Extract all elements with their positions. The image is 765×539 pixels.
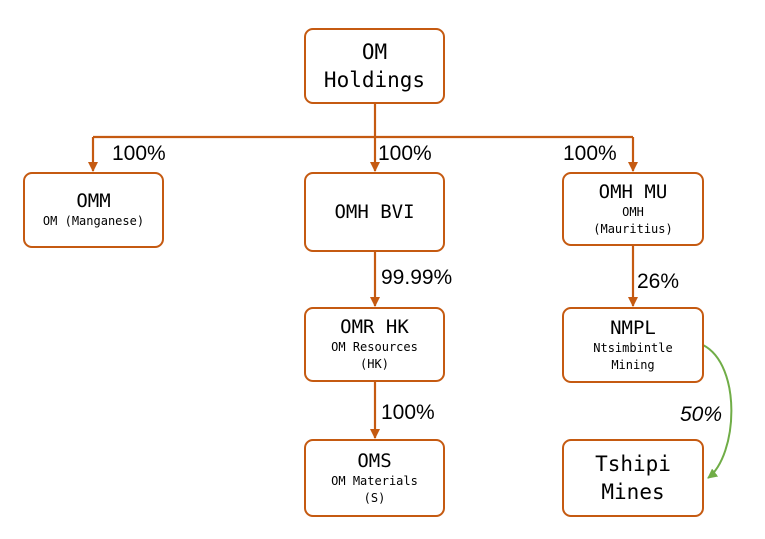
node-omr-hk-title: OMR HK [340,316,409,338]
node-omh-bvi: OMH BVI [304,172,445,252]
node-oms-sub2: (S) [363,490,386,505]
node-tshipi-mines: Tshipi Mines [562,439,704,517]
pct-label-omh-mu: 100% [563,142,617,165]
node-omm-title: OMM [76,190,111,212]
node-tshipi-line2: Mines [601,480,665,504]
node-omh-mu-title: OMH MU [598,180,668,203]
node-omm-subtitle: OM (Manganese) [42,214,145,228]
node-omh-mu-sub2: (Mauritius) [593,221,673,236]
node-om-holdings: OM Holdings [304,28,445,104]
node-omh-bvi-title: OMH BVI [334,200,415,223]
pct-label-oms: 100% [381,401,435,424]
node-om-holdings-line1: OM [361,40,388,64]
pct-label-omm: 100% [112,142,166,165]
pct-label-omr-hk: 99.99% [381,266,453,289]
node-omr-hk: OMR HK OM Resources (HK) [304,307,445,382]
node-omr-hk-sub1: OM Resources [331,340,418,354]
node-omr-hk-sub2: (HK) [360,357,389,371]
node-omh-mu: OMH MU OMH (Mauritius) [562,172,704,246]
pct-label-tshipi: 50% [680,403,723,426]
arrow-nmpl-to-tshipi [702,344,733,479]
node-oms-title: OMS [357,449,392,472]
node-nmpl-sub1: Ntsimbintle [593,340,673,355]
node-nmpl-title: NMPL [610,316,656,339]
node-tshipi-line1: Tshipi [595,452,671,476]
pct-label-nmpl: 26% [637,270,680,293]
node-om-holdings-line2: Holdings [323,68,426,92]
node-nmpl: NMPL Ntsimbintle Mining [562,307,704,383]
pct-label-omh-bvi: 100% [378,142,432,165]
node-oms: OMS OM Materials (S) [304,439,445,517]
node-nmpl-sub2: Mining [611,357,655,372]
node-omm: OMM OM (Manganese) [23,172,164,248]
node-oms-sub1: OM Materials [331,473,418,488]
node-omh-mu-sub1: OMH [622,204,644,219]
